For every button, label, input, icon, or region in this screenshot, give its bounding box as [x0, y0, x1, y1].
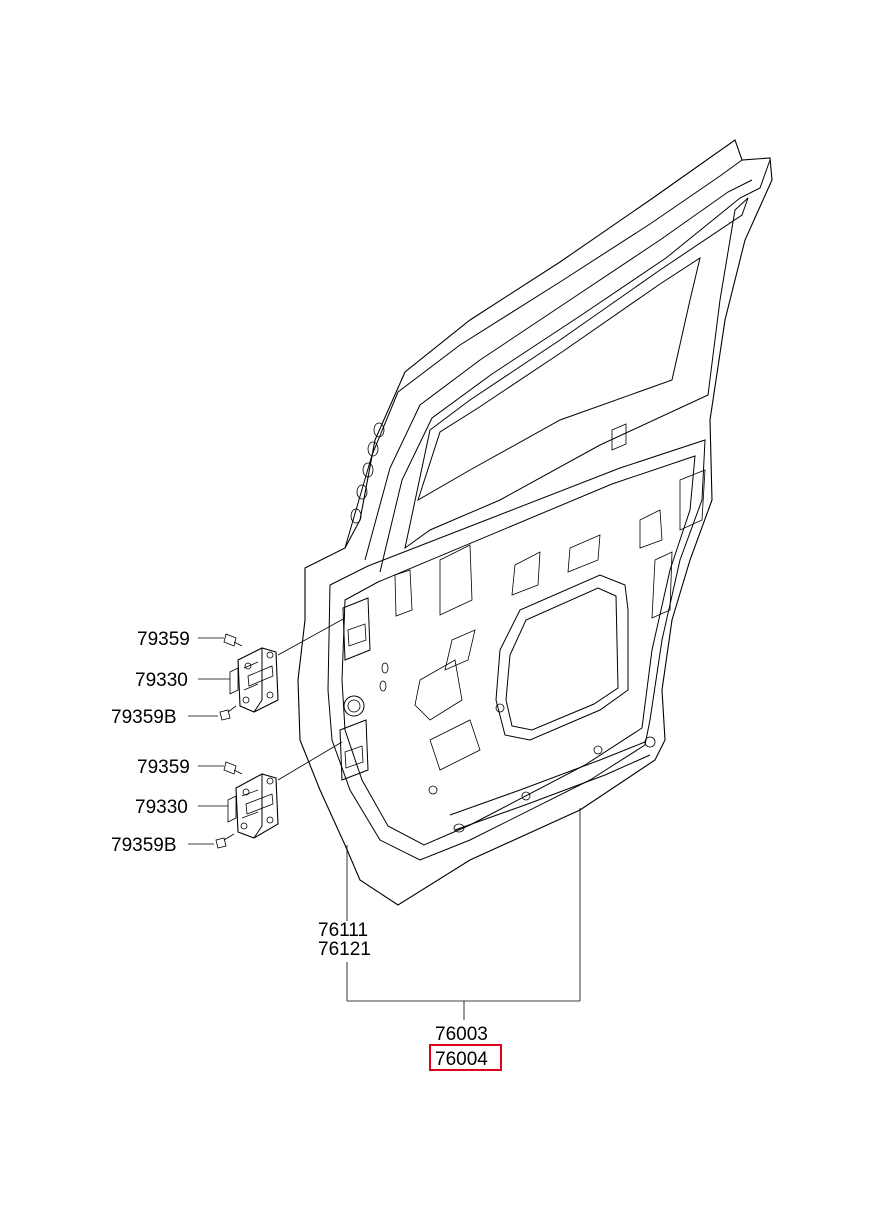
label-hinge-upper-bolt[interactable]: 79359: [137, 629, 190, 650]
label-hinge-lower-bolt[interactable]: 79359: [137, 757, 190, 778]
label-assembly-a[interactable]: 76003: [435, 1024, 488, 1045]
label-panel-a[interactable]: 76111: [318, 920, 368, 941]
label-assembly-b[interactable]: 76004: [435, 1049, 488, 1070]
label-hinge-upper-bolt-b[interactable]: 79359B: [111, 707, 177, 728]
upper-hinge-bolt-b-icon[interactable]: [219, 705, 237, 721]
label-panel-b[interactable]: 76121: [318, 939, 371, 960]
leader-lines: [188, 617, 581, 1020]
lower-door-hinge-icon[interactable]: [227, 773, 279, 839]
upper-door-hinge-icon[interactable]: [229, 647, 279, 713]
label-hinge-lower[interactable]: 79330: [135, 797, 188, 818]
lower-hinge-bolt-b-icon[interactable]: [215, 833, 235, 849]
label-hinge-lower-bolt-b[interactable]: 79359B: [111, 835, 177, 856]
label-hinge-upper[interactable]: 79330: [135, 670, 188, 691]
highlight-box: [429, 1044, 502, 1071]
rear-door-panel-icon[interactable]: [297, 139, 773, 906]
lower-hinge-bolt-icon[interactable]: [223, 761, 243, 775]
upper-hinge-bolt-icon[interactable]: [223, 633, 243, 647]
